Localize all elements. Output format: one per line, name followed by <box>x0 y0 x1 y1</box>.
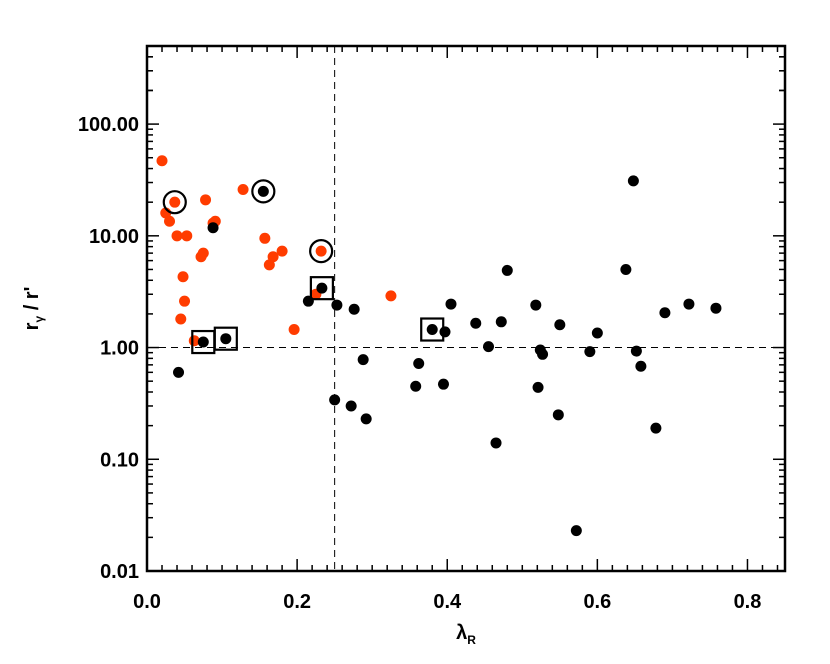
circle-marker <box>309 238 334 264</box>
black-data-point <box>470 317 482 329</box>
x-tick-label: 0.0 <box>133 591 161 613</box>
x-tick-label: 0.8 <box>734 591 762 613</box>
black-data-point <box>710 302 722 314</box>
red-data-point <box>267 251 279 263</box>
black-data-point <box>584 346 596 358</box>
black-data-point <box>683 298 695 310</box>
red-data-point <box>177 271 189 283</box>
black-data-point <box>445 298 457 310</box>
circle-marker <box>162 190 187 215</box>
x-tick-labels: 0.0 0.2 0.4 0.6 0.8 <box>133 591 761 613</box>
black-data-point <box>197 336 209 348</box>
red-data-point <box>237 183 249 195</box>
square-marker <box>309 276 334 301</box>
red-data-point <box>169 196 181 208</box>
black-data-point <box>635 360 647 372</box>
black-data-point <box>316 282 328 294</box>
x-axis-label-main: λ <box>456 622 467 644</box>
red-data-point <box>197 247 209 259</box>
black-data-point <box>554 319 566 331</box>
plot-frame <box>145 44 787 573</box>
black-data-point <box>490 437 502 449</box>
black-data-point <box>532 381 544 393</box>
y-axis-label: rγ / r' <box>21 287 46 331</box>
y-axis-label-r: r <box>21 322 43 330</box>
red-data-point <box>179 295 191 307</box>
black-data-point <box>348 303 360 315</box>
black-data-point <box>627 175 639 187</box>
black-data-point <box>620 263 632 275</box>
red-data-point <box>164 215 176 227</box>
black-data-point <box>495 316 507 328</box>
x-axis-label-subscript: R <box>467 633 476 647</box>
black-data-point <box>207 222 219 234</box>
black-data-point <box>220 333 232 345</box>
black-data-point <box>650 422 662 434</box>
black-data-point <box>630 345 642 357</box>
black-data-point <box>439 326 451 338</box>
y-axis-label-subscript: γ <box>32 316 46 323</box>
x-axis-label: λR <box>456 622 476 647</box>
y-tick-labels: 0.01 0.10 1.00 10.00 100.00 <box>78 114 139 583</box>
circle-marker <box>251 179 276 204</box>
square-marker <box>213 326 238 351</box>
black-data-point <box>345 400 357 412</box>
black-data-point <box>329 394 341 406</box>
red-data-point <box>200 194 212 206</box>
black-data-point <box>552 409 564 421</box>
y-tick-label: 0.10 <box>100 449 139 471</box>
y-tick-label: 100.00 <box>78 114 139 136</box>
black-data-point <box>570 525 582 537</box>
black-data-point <box>537 348 549 360</box>
black-data-point <box>501 264 513 276</box>
square-marker <box>420 317 445 342</box>
black-data-point <box>530 299 542 311</box>
red-data-point <box>315 245 327 257</box>
y-tick-label: 10.00 <box>89 226 139 248</box>
black-data-point <box>483 341 495 353</box>
x-tick-label: 0.2 <box>283 591 311 613</box>
black-data-point <box>410 380 422 392</box>
red-data-point <box>259 232 271 244</box>
red-data-point <box>181 230 193 242</box>
black-data-point <box>331 299 343 311</box>
y-tick-label: 0.01 <box>100 561 139 583</box>
black-data-point <box>659 307 671 319</box>
x-tick-label: 0.4 <box>433 591 462 613</box>
black-data-point <box>257 185 269 197</box>
black-data-point <box>591 327 603 339</box>
black-data-point <box>357 354 369 366</box>
red-data-point <box>171 230 183 242</box>
red-data-point <box>385 290 397 302</box>
black-data-point <box>437 378 449 390</box>
red-data-point <box>276 245 288 257</box>
black-data-point <box>360 413 372 425</box>
black-data-point <box>173 366 185 378</box>
black-data-point <box>413 357 425 369</box>
black-data-point <box>426 324 438 336</box>
y-tick-label: 1.00 <box>100 338 139 360</box>
red-data-point <box>175 313 187 325</box>
y-axis-label-rest: / r' <box>21 287 43 316</box>
data-points <box>156 155 722 537</box>
red-data-point <box>156 155 168 167</box>
red-data-point <box>288 324 300 336</box>
x-tick-label: 0.6 <box>583 591 611 613</box>
reference-lines <box>147 46 785 571</box>
highlight-markers <box>162 179 445 355</box>
black-data-point <box>302 295 314 307</box>
